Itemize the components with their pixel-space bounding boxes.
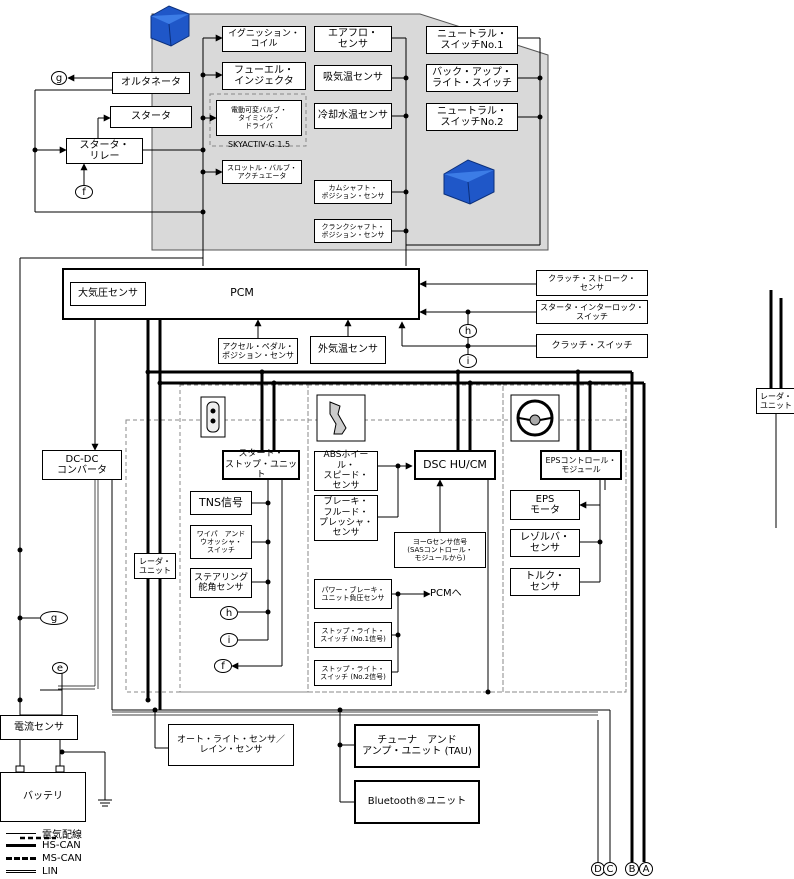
radar-unit-inner: レーダ・ ユニット bbox=[134, 553, 176, 579]
smart-key-icon bbox=[200, 396, 226, 438]
neutral-switch-1: ニュートラル・ スイッチNo.1 bbox=[426, 26, 518, 54]
radar-unit-far: レーダ・ ユニット bbox=[756, 388, 794, 414]
connector-i-top: i bbox=[459, 354, 477, 368]
starter-relay: スタータ・ リレー bbox=[66, 138, 143, 164]
abs-wheel-speed-sensor: ABSホイール・ スピード・ センサ bbox=[314, 450, 378, 491]
tau-unit: チューナ アンド アンプ・ユニット (TAU) bbox=[354, 724, 480, 768]
starter: スタータ bbox=[110, 106, 192, 128]
connector-A: A bbox=[639, 862, 653, 876]
connector-f-top: f bbox=[75, 185, 93, 199]
connector-g-top: g bbox=[51, 71, 67, 85]
eps-motor: EPS モータ bbox=[510, 490, 580, 520]
connector-f-bottom: f bbox=[214, 659, 232, 673]
battery: バッテリ bbox=[0, 772, 86, 822]
camshaft-sensor: カムシャフト・ ポジション・センサ bbox=[314, 180, 392, 204]
legend-ms-can: MS-CAN bbox=[6, 853, 82, 864]
resolver-sensor: レゾルバ・ センサ bbox=[510, 529, 580, 557]
transmission-icon bbox=[443, 159, 495, 205]
connector-i-bottom: i bbox=[220, 633, 238, 647]
crankshaft-sensor: クランクシャフト・ ポジション・センサ bbox=[314, 219, 392, 243]
vvt-driver: 電動可変バルブ・ タイミング・ ドライバ bbox=[216, 100, 302, 136]
connector-g-bottom: g bbox=[40, 611, 68, 625]
dcdc-converter: DC-DC コンバータ bbox=[42, 450, 122, 480]
baro-sensor: 大気圧センサ bbox=[70, 282, 146, 306]
tns-signal: TNS信号 bbox=[190, 491, 252, 515]
ambient-temp-sensor: 外気温センサ bbox=[310, 336, 386, 364]
skyactiv-label: SKYACTIV-G 1.5 bbox=[227, 140, 291, 149]
clutch-stroke-sensor: クラッチ・ストローク・ センサ bbox=[536, 270, 648, 296]
legend-hs-can-label: HS-CAN bbox=[42, 840, 81, 851]
connector-h-bottom: h bbox=[220, 606, 238, 620]
coolant-temp-sensor: 冷却水温センサ bbox=[314, 103, 392, 129]
starter-interlock-switch: スタータ・インターロック・ スイッチ bbox=[536, 300, 648, 324]
stop-light-switch-2: ストップ・ライト・ スイッチ (No.2信号) bbox=[314, 660, 392, 686]
pcm-unit bbox=[62, 268, 420, 320]
legend-lin-label: LIN bbox=[42, 866, 59, 877]
dsc-hu-cm: DSC HU/CM bbox=[414, 450, 496, 480]
legend-ms-can-label: MS-CAN bbox=[42, 853, 82, 864]
engine-icon bbox=[150, 5, 190, 47]
throttle-actuator: スロットル・バルブ・ アクチュエータ bbox=[222, 160, 302, 184]
start-stop-unit: スタート・ ストップ・ユニット bbox=[222, 449, 300, 480]
current-sensor: 電流センサ bbox=[0, 715, 78, 740]
legend-wire-label: 電気配線 bbox=[42, 830, 82, 841]
eps-control-module: EPSコントロール・ モジュール bbox=[540, 450, 622, 480]
brake-fluid-pressure-sensor: ブレーキ・ フルード・ プレッシャ・ センサ bbox=[314, 495, 378, 541]
power-brake-vacuum-sensor: パワー・ブレーキ・ ユニット負圧センサ bbox=[314, 579, 392, 609]
legend-hs-can: HS-CAN bbox=[6, 840, 81, 851]
to-pcm-label: PCMへ bbox=[430, 588, 462, 599]
legend-wire: 電気配線 bbox=[6, 826, 82, 841]
steering-wheel-icon bbox=[510, 394, 560, 442]
connector-e: e bbox=[52, 662, 68, 674]
wiper-switch: ワイパ アンド ウオッシャ・ スイッチ bbox=[190, 525, 252, 559]
neutral-switch-2: ニュートラル・ スイッチNo.2 bbox=[426, 103, 518, 131]
brake-icon bbox=[316, 394, 366, 442]
steering-angle-sensor: ステアリング 舵角センサ bbox=[190, 568, 252, 598]
stop-light-switch-1: ストップ・ライト・ スイッチ (No.1信号) bbox=[314, 622, 392, 648]
torque-sensor: トルク・ センサ bbox=[510, 568, 580, 596]
auto-light-rain-sensor: オート・ライト・センサ／ レイン・センサ bbox=[168, 724, 294, 766]
connector-C: C bbox=[603, 862, 617, 876]
clutch-switch: クラッチ・スイッチ bbox=[536, 334, 648, 358]
accel-pedal-sensor: アクセル・ペダル・ ポジション・センサ bbox=[218, 338, 298, 364]
airflow-sensor: エアフロ・ センサ bbox=[314, 26, 392, 52]
fuel-injector: フューエル・ インジェクタ bbox=[222, 62, 306, 90]
yaw-g-sensor-signal: ヨーGセンサ信号 (SASコントロール・ モジュールから) bbox=[394, 532, 486, 568]
alternator: オルタネータ bbox=[112, 72, 190, 94]
connector-h-top: h bbox=[459, 324, 477, 338]
pcm-label: PCM bbox=[230, 286, 254, 299]
legend-lin: LIN bbox=[6, 866, 58, 877]
connector-B: B bbox=[625, 862, 639, 876]
intake-temp-sensor: 吸気温センサ bbox=[314, 65, 392, 91]
ignition-coil: イグニッション・ コイル bbox=[222, 26, 306, 52]
backup-light-switch: バック・アップ・ ライト・スイッチ bbox=[426, 64, 518, 92]
bluetooth-unit: Bluetooth®ユニット bbox=[354, 780, 480, 824]
